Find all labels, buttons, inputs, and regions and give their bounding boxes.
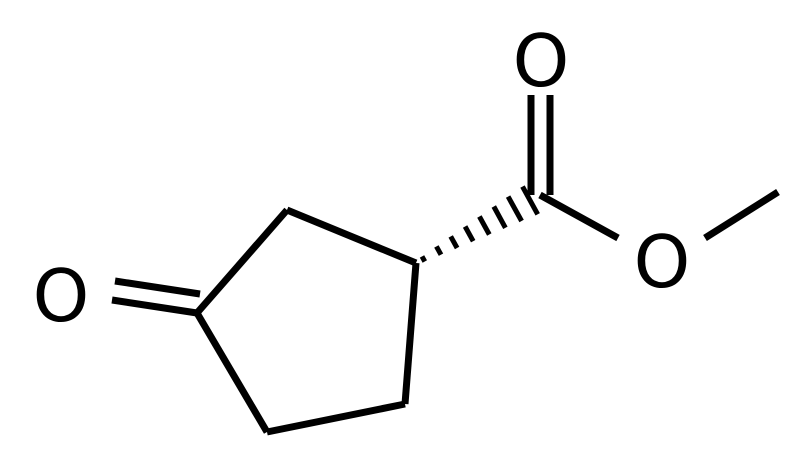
ester-oxygen-label: O [634, 220, 691, 304]
ring-bond-c4-c5 [266, 400, 406, 436]
hashed-wedge-bond [419, 185, 540, 263]
hash-wedge-stroke [505, 195, 524, 223]
ring-bond-c2-c3 [285, 206, 418, 267]
keto-double-bond-line-1 [111, 296, 198, 317]
hash-wedge-stroke [462, 225, 476, 243]
carbonyl-oxygen-atom: O [513, 19, 570, 103]
ring-bond-c1-c2 [194, 207, 290, 316]
methyl-bond-o-ch3 [703, 189, 780, 241]
hash-wedge-stroke [434, 245, 444, 256]
carbonyl-oxygen-label: O [513, 19, 570, 103]
hash-wedge-stroke [520, 185, 540, 216]
ring-bond-c5-c1 [193, 311, 271, 434]
ester-oxygen-atom: O [634, 220, 691, 304]
hash-wedge-stroke [477, 215, 492, 236]
hash-wedge-stroke [448, 235, 460, 250]
ester-single-bond-c-o [538, 191, 620, 242]
hash-wedge-stroke [419, 255, 427, 263]
ring-bond-c3-c4 [401, 262, 420, 405]
keto-oxygen-label: O [33, 254, 90, 338]
keto-oxygen-atom: O [33, 254, 90, 338]
keto-double-bond-line-2 [114, 277, 201, 298]
hash-wedge-stroke [491, 205, 508, 229]
